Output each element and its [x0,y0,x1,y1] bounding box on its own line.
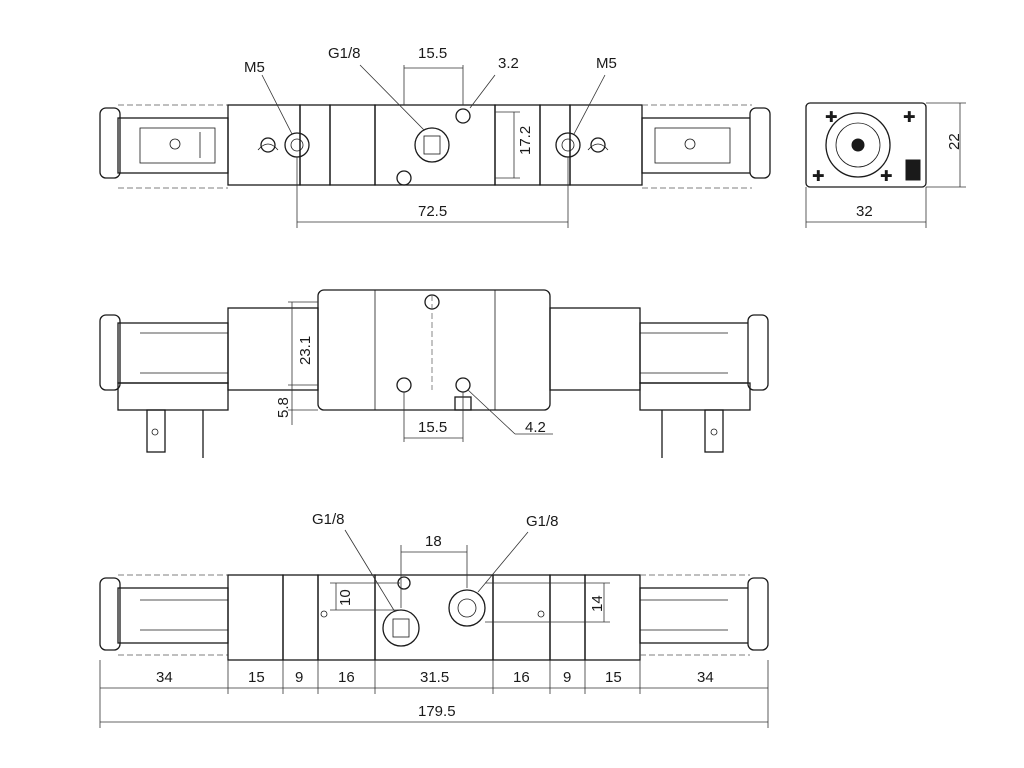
label-bottom-g18-left: G1/8 [312,511,345,528]
dim-top-hole-dia: 3.2 [498,55,519,72]
dim-bottom-offset-left: 10 [337,589,354,606]
left-coil [117,117,229,174]
right-connector-cap [749,107,771,179]
side-left-tab [146,409,166,453]
bottom-right-pilot [584,574,641,661]
top-hole-lower [396,170,412,186]
left-spacer [299,104,331,186]
dim-top-vertical-spacing: 17.2 [517,126,534,155]
center-body [374,104,496,186]
side-left-connector [99,314,121,391]
bottom-g18-left-port [382,609,420,647]
dim-pilot-spacing: 72.5 [418,203,447,220]
plus-icon: ✚ [903,109,916,126]
bottom-left-pilot [227,574,284,661]
dim-bottom-port-spacing: 18 [425,533,442,550]
dim-seg-9: 34 [697,669,714,686]
dim-seg-8: 15 [605,669,622,686]
end-connector-pin [851,138,865,152]
top-view: 15.5 3.2 17.2 72.5 M5 G1/8 M5 [99,45,771,228]
top-hole-upper [455,108,471,124]
right-spacer [539,104,571,186]
right-override-icon [590,137,606,153]
side-hole-right [455,377,471,393]
dim-seg-3: 9 [295,669,303,686]
bottom-center-body [374,574,494,661]
side-right-plug [639,382,751,411]
side-left-coil [117,322,229,384]
right-pilot-block [569,104,643,186]
dim-seg-5: 31.5 [420,669,449,686]
dim-seg-1: 34 [156,669,173,686]
side-right-tab [704,409,724,453]
side-left-plug [117,382,229,411]
side-right-connector [747,314,769,391]
label-top-m5-right: M5 [596,55,617,72]
dim-end-width: 32 [856,203,873,220]
left-end-plate [329,104,376,186]
dim-seg-6: 16 [513,669,530,686]
label-top-g18: G1/8 [328,45,361,62]
dim-side-hole-dia: 4.2 [525,419,546,436]
right-coil [641,117,753,174]
dim-side-hole-spacing: 15.5 [418,419,447,436]
dim-seg-4: 16 [338,669,355,686]
end-plate-outline [805,102,927,188]
side-right-pilot [549,307,641,391]
dim-top-hole-spacing: 15.5 [418,45,447,62]
dim-seg-2: 15 [248,669,265,686]
dim-side-offset: 5.8 [275,397,292,418]
left-connector-cap [99,107,121,179]
left-override-icon [260,137,276,153]
bottom-right-coil [639,587,751,644]
side-center-body [317,289,551,411]
left-coil-screw [169,138,181,150]
side-hole-left [396,377,412,393]
plus-icon: ✚ [812,168,825,185]
end-connector-ring [825,112,891,178]
dim-seg-7: 9 [563,669,571,686]
side-view: 23.1 5.8 15.5 4.2 [99,289,769,458]
right-m5-port [555,132,581,158]
bottom-g18-right-port [448,589,486,627]
plus-icon: ✚ [825,109,838,126]
dim-total-length: 179.5 [418,703,456,720]
label-top-m5-left: M5 [244,59,265,76]
left-coil-core [139,127,216,164]
dim-end-height: 22 [946,133,963,150]
bottom-left-connector [99,577,121,651]
dim-side-height: 23.1 [297,336,314,365]
top-g18-port [414,127,450,163]
left-m5-port [284,132,310,158]
bottom-view: 18 10 14 G1/8 G1/8 34 15 9 16 31.5 16 9 … [99,511,769,728]
end-view: ✚ ✚ ✚ ✚ 22 32 [805,102,966,228]
dim-bottom-offset-right: 14 [589,595,606,612]
bottom-right-connector [747,577,769,651]
end-grounding-block [905,159,921,181]
label-bottom-g18-right: G1/8 [526,513,559,530]
plus-icon: ✚ [880,168,893,185]
side-right-coil [639,322,751,384]
bottom-left-coil [117,587,229,644]
